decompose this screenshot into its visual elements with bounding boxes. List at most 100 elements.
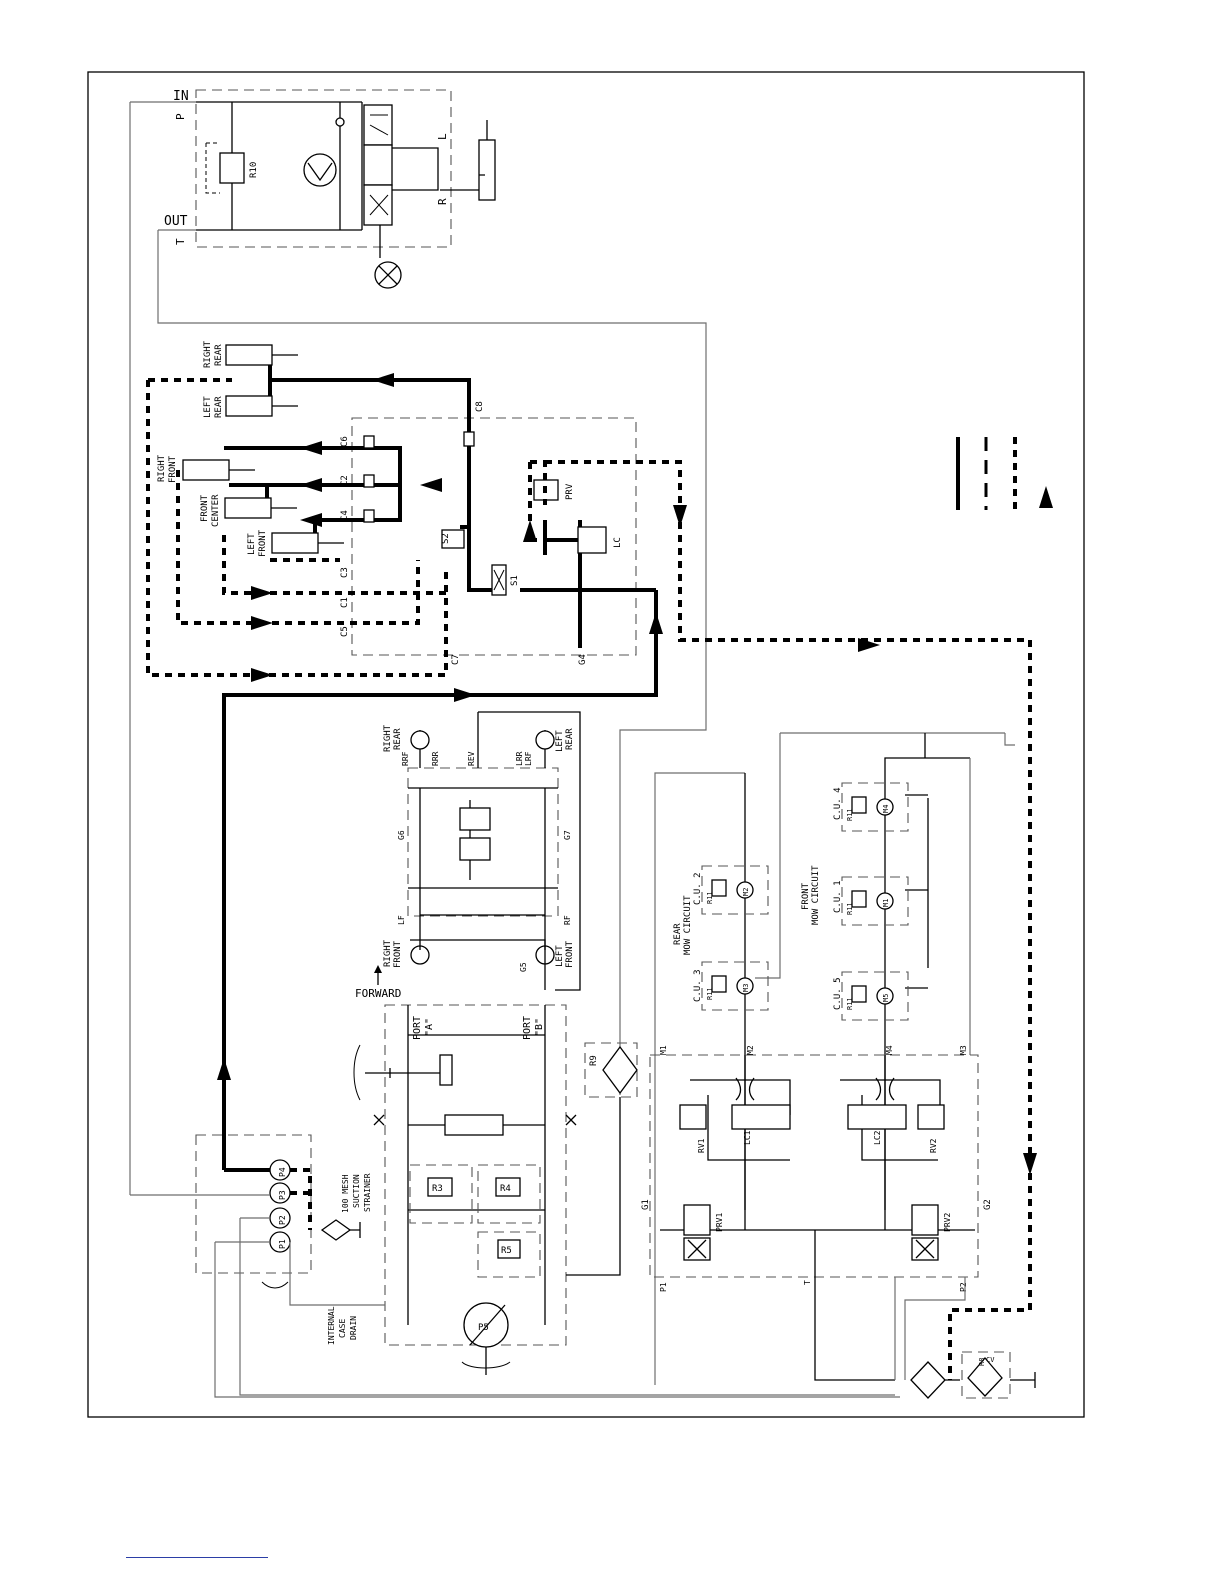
metering-motor — [303, 153, 337, 187]
metering-motor-symbol — [307, 162, 333, 182]
suction-dash-lines — [290, 1168, 312, 1230]
flow-arrow — [1023, 1153, 1037, 1175]
lift-return-lines — [146, 378, 448, 677]
forward-arrow-icon — [374, 965, 382, 973]
hydrostat-pump-box — [384, 1004, 567, 1346]
label-p: P — [174, 113, 187, 120]
label-pump-p2: P2 — [278, 1215, 287, 1225]
flow-arrow — [300, 441, 322, 455]
charge-filter-line — [566, 1097, 621, 1276]
valve-r4-box — [477, 1164, 541, 1224]
label-r11-cu5: R11 — [846, 997, 854, 1010]
label-r: R — [436, 198, 449, 205]
label-r10: R10 — [249, 162, 259, 178]
orifice-c8 — [463, 431, 475, 447]
label-lc: LC — [613, 537, 623, 548]
label-mm4: M4 — [882, 805, 890, 813]
mow-manifold-outlets — [894, 1277, 966, 1380]
mow-motor-m1 — [876, 892, 894, 910]
pressure-line-in — [129, 101, 196, 1195]
cylinder-right-rear — [225, 344, 273, 366]
mow-motor-m3 — [736, 977, 754, 995]
label-r11-cu1: R11 — [846, 902, 854, 915]
hydrostat-internal-lines — [407, 1005, 546, 1325]
label-left-front-cyl-2: FRONT — [258, 529, 268, 557]
label-case-drain-1: INTERNAL — [327, 1306, 336, 1345]
label-c1: C1 — [340, 597, 350, 608]
valve-r5-box — [477, 1231, 541, 1278]
label-c8: C8 — [475, 401, 485, 412]
label-lrf: LRF — [524, 751, 533, 766]
mow-motor-m2 — [736, 881, 754, 899]
case-drain-line — [289, 1242, 385, 1306]
steering-valve-box — [195, 89, 452, 248]
check-valve-steer — [335, 117, 345, 127]
strainer-tank — [350, 1222, 361, 1238]
label-g7: G7 — [563, 830, 572, 840]
label-left-rear-motor-1: LEFT — [555, 730, 565, 752]
orifice-c6 — [363, 435, 375, 449]
traction-valve-top — [459, 807, 491, 831]
blocked-port-marks — [373, 1114, 577, 1126]
label-right-front-cyl-2: FRONT — [168, 455, 178, 483]
label-s2: S2 — [441, 533, 451, 544]
label-case-drain-2: CASE — [338, 1319, 347, 1338]
steer-spool-top — [363, 104, 393, 146]
flow-arrow — [673, 505, 687, 527]
label-strainer-3: STRAINER — [363, 1173, 372, 1212]
valve-prv1 — [683, 1204, 711, 1236]
pump-stack-rotation — [261, 1281, 289, 1289]
directional-valve — [444, 1114, 504, 1136]
label-lc2: LC2 — [873, 1130, 882, 1145]
steering-cylinder-rod — [479, 120, 488, 176]
label-in: IN — [173, 89, 189, 104]
flow-arrow — [300, 513, 322, 527]
label-port-a-2: "A" — [424, 1018, 435, 1036]
footer-rule — [126, 1557, 268, 1558]
label-r11-cu2: R11 — [706, 891, 714, 904]
label-r11-cu3: R11 — [706, 987, 714, 1000]
label-rv1: RV1 — [697, 1138, 706, 1153]
label-port-b-1: PORT — [522, 1016, 533, 1040]
label-right-front-cyl-1: RIGHT — [157, 454, 167, 482]
traction-control-valve — [439, 1054, 453, 1086]
relief-valve-r4 — [495, 1177, 521, 1197]
cutting-unit-4-box — [841, 782, 909, 832]
label-cv: CV — [986, 1356, 995, 1364]
label-m2: M2 — [746, 1045, 755, 1055]
label-c2: C2 — [340, 475, 350, 486]
label-rf: RF — [563, 915, 572, 925]
label-pump-p1: P1 — [278, 1239, 287, 1249]
label-g6: G6 — [397, 830, 406, 840]
label-left-front-motor-2: FRONT — [565, 940, 575, 968]
label-prv2: PRV2 — [943, 1213, 952, 1232]
label-cu2: C.U. 2 — [693, 872, 703, 905]
flow-arrow — [420, 478, 442, 492]
mow-return-header — [755, 732, 1015, 979]
solenoid-prv2 — [911, 1237, 939, 1261]
flow-arrow — [649, 612, 663, 634]
cylinder-right-front — [182, 459, 230, 481]
mow-manifold-valve-lines — [690, 1079, 941, 1161]
label-strainer-2: SUCTION — [352, 1174, 361, 1208]
label-rrf: RRF — [401, 751, 410, 766]
flow-arrow — [251, 616, 273, 630]
mow-control-valve-lc2 — [847, 1104, 907, 1130]
pump-p4-supply-line — [222, 590, 658, 1170]
cutting-unit-1-box — [841, 876, 909, 926]
label-mm2: M2 — [742, 888, 750, 896]
mow-motor-m5 — [876, 987, 894, 1005]
label-left-front-motor-1: LEFT — [555, 945, 565, 967]
relief-valve-r11-cu1 — [851, 890, 867, 908]
valve-lc — [577, 526, 607, 554]
cylinder-front-center — [224, 497, 272, 519]
label-prv1: PRV1 — [715, 1213, 724, 1232]
label-r9: R9 — [589, 1055, 599, 1066]
mow-manifold-lines — [660, 1055, 975, 1381]
steer-cyl-lines — [392, 147, 480, 191]
label-rear-mow-1: REAR — [673, 923, 683, 945]
steer-spool-bottom — [363, 184, 393, 226]
label-m3: M3 — [959, 1045, 968, 1055]
label-rrr: RRR — [431, 751, 440, 766]
traction-pedal-link — [365, 1063, 446, 1078]
